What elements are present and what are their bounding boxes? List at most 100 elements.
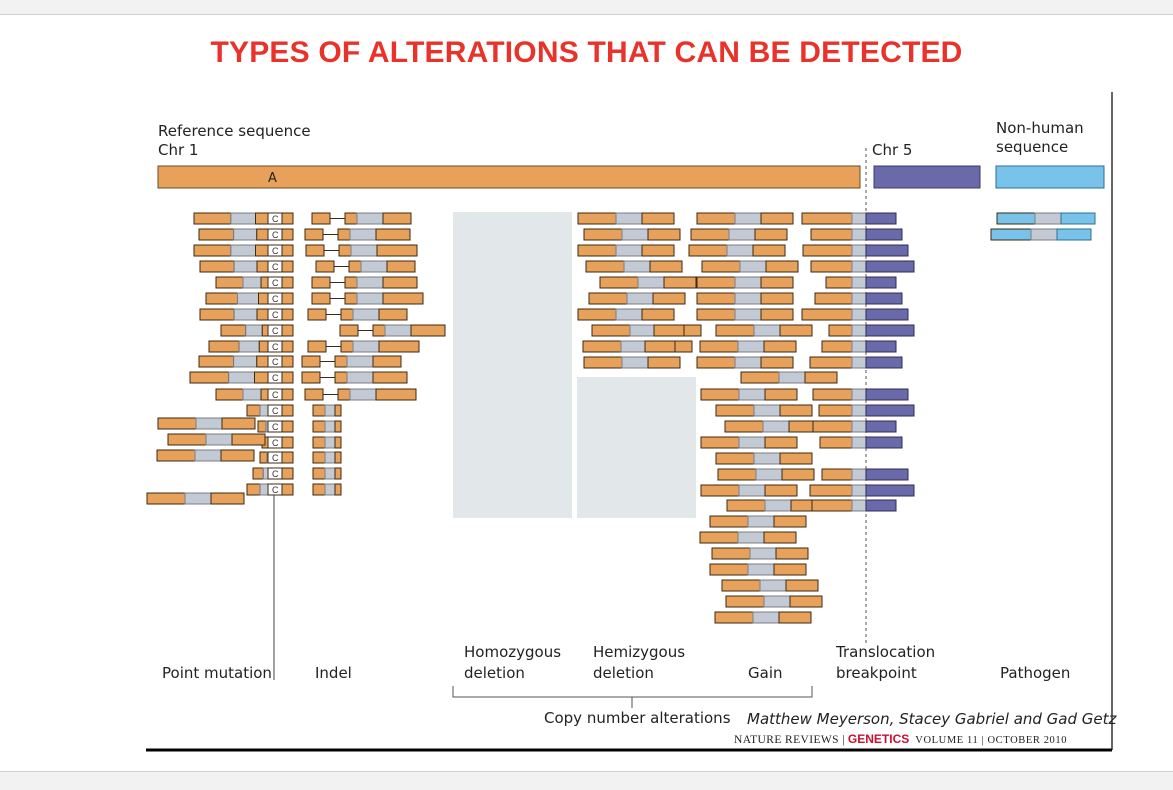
read-segment: [764, 484, 798, 497]
read-segment: [210, 492, 245, 505]
read-segment: [764, 388, 798, 401]
read-segment: [376, 244, 418, 257]
journal-volume: VOLUME 11 | OCTOBER 2010: [915, 735, 1067, 746]
mutant-base: [267, 467, 283, 480]
read-segment: [410, 324, 446, 337]
read-segment: [810, 260, 853, 273]
read-segment: [696, 308, 736, 321]
read-segment: [753, 404, 781, 417]
read-segment: [747, 563, 775, 576]
read-segment: [663, 276, 697, 289]
read-segment: [641, 244, 675, 257]
read-segment: [334, 355, 348, 368]
read-segment: [246, 404, 261, 417]
read-segment: [644, 340, 676, 353]
read-segment: [246, 483, 261, 496]
read-segment: [215, 388, 244, 401]
homozygous-deletion-zone: [453, 212, 572, 518]
read-segment: [811, 499, 853, 512]
read-segment: [696, 292, 736, 305]
chr1-reference-bar: [157, 165, 861, 189]
read-segment: [865, 484, 915, 497]
read-segment: [334, 404, 342, 417]
read-segment: [626, 292, 654, 305]
read-segment: [851, 499, 867, 512]
mutant-base-letter: C: [272, 438, 279, 448]
read-segment: [851, 340, 867, 353]
read-segment: [228, 371, 255, 384]
read-segment: [311, 276, 331, 289]
reference-sequence-label: Reference sequence: [158, 122, 311, 140]
mutant-base-letter: C: [272, 390, 279, 400]
read-segment: [199, 308, 235, 321]
read-segment: [372, 324, 386, 337]
read-segment: [583, 228, 623, 241]
read-segment: [851, 356, 867, 369]
read-segment: [257, 420, 267, 433]
mutant-base: [267, 324, 283, 337]
mutant-base-letter: C: [272, 469, 279, 479]
read-segment: [231, 433, 266, 446]
pathogen-reference-bar: [995, 165, 1105, 189]
read-segment: [647, 228, 681, 241]
read-segment: [778, 371, 806, 384]
read-segment: [865, 292, 903, 305]
read-segment: [747, 515, 775, 528]
read-segment: [356, 276, 384, 289]
read-segment: [233, 260, 258, 273]
read-segment: [242, 388, 262, 401]
read-segment: [851, 308, 867, 321]
mutant-base: [267, 420, 283, 433]
read-segment: [259, 404, 270, 417]
read-segment: [653, 324, 685, 337]
read-segment: [851, 212, 867, 225]
mutant-base-letter: C: [272, 422, 279, 432]
mutant-base-letter: C: [272, 278, 279, 288]
read-segment: [334, 371, 348, 384]
read-segment: [851, 324, 867, 337]
read-segment: [699, 340, 739, 353]
read-segment: [184, 492, 212, 505]
read-segment: [312, 483, 326, 496]
read-segment: [700, 388, 740, 401]
read-segment: [739, 260, 767, 273]
read-segment: [700, 436, 740, 449]
read-segment: [382, 276, 418, 289]
read-segment: [641, 212, 675, 225]
read-segment: [233, 355, 258, 368]
read-segment: [804, 371, 838, 384]
read-segment: [734, 276, 762, 289]
read-segment: [752, 244, 786, 257]
read-segment: [700, 484, 740, 497]
read-segment: [865, 356, 903, 369]
read-segment: [696, 276, 736, 289]
allele-label: A: [268, 171, 277, 186]
read-segment: [779, 452, 813, 465]
read-segment: [1034, 212, 1062, 225]
read-segment: [734, 356, 762, 369]
read-segment: [865, 404, 915, 417]
mutant-base-letter: C: [272, 342, 279, 352]
read-segment: [195, 417, 223, 430]
read-segment: [304, 388, 324, 401]
read-segment: [312, 451, 326, 464]
mutant-base: [267, 340, 283, 353]
read-segment: [752, 611, 780, 624]
read-segment: [334, 451, 342, 464]
read-segment: [789, 595, 823, 608]
read-segment: [711, 547, 751, 560]
read-segment: [230, 244, 256, 257]
read-segment: [851, 484, 867, 497]
read-segment: [378, 340, 420, 353]
mutant-base: [267, 355, 283, 368]
mutant-base: [267, 404, 283, 417]
read-segment: [728, 228, 756, 241]
read-segment: [301, 355, 321, 368]
read-segment: [801, 308, 853, 321]
read-segment: [384, 324, 412, 337]
mutant-base: [267, 371, 283, 384]
read-segment: [760, 356, 794, 369]
read-segment: [230, 212, 256, 225]
read-segment: [621, 228, 649, 241]
chr5-reference-bar: [873, 165, 981, 189]
